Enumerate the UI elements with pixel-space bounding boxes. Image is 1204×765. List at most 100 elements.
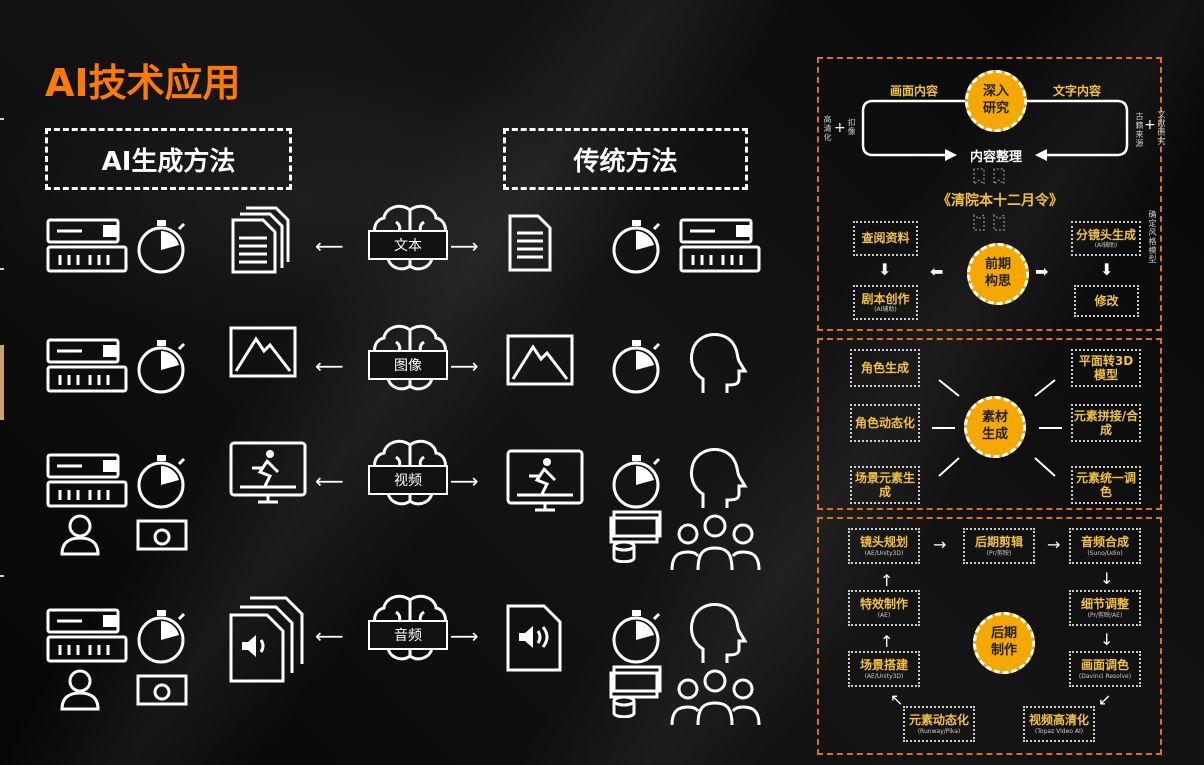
edge-marker <box>0 345 4 420</box>
post-production-panel <box>817 517 1162 755</box>
material-box: 元素统一调色 <box>1071 466 1141 504</box>
stopwatch-icon <box>608 607 668 671</box>
material-box: 角色动态化 <box>850 404 920 442</box>
ancient-source-label: 古籍来源 <box>1135 112 1144 148</box>
ai-audio-file-icon <box>228 595 308 689</box>
material-label: 元素统一调色 <box>1075 470 1136 499</box>
material-label: 平面转3D模型 <box>1078 353 1134 382</box>
post-step-label: 后期剪辑 <box>974 535 1023 550</box>
revise-label: 修改 <box>1094 293 1119 308</box>
material-label: 场景元素生成 <box>854 470 915 499</box>
post-step-tool: (Runway/Pika) <box>917 727 961 735</box>
arrow-right-icon: ⟶ <box>450 234 479 258</box>
human-head-icon <box>678 442 748 516</box>
material-circle: 素材 生成 <box>964 396 1026 458</box>
post-step-tool: (Davinci Resolve) <box>1078 672 1132 680</box>
material-arrows <box>932 379 1062 477</box>
human-head-icon <box>678 327 748 401</box>
stopwatch-icon <box>133 452 193 516</box>
arrow-left-icon: ⟵ <box>315 624 344 648</box>
post-step-tool: (Suno/Udio) <box>1087 549 1123 557</box>
material-label: 角色动态化 <box>854 415 915 430</box>
arrow-right-icon: ➡ <box>1035 262 1049 281</box>
script-sub: (AI辅助) <box>874 306 897 314</box>
aigc-computer-icon <box>45 215 130 279</box>
research-panel <box>817 57 1162 331</box>
arrow-right-icon: → <box>1047 535 1061 554</box>
storyboard-sub: (AI辅助) <box>1094 242 1118 250</box>
arrow-right-icon: ⟶ <box>450 354 479 378</box>
ai-mountain-image-icon <box>228 325 298 384</box>
material-label: 角色生成 <box>860 360 909 375</box>
arrow-down-icon: ↓ <box>1100 630 1114 649</box>
post-step-tool: (Pr/剪映) <box>986 549 1012 557</box>
literature-label: 文献研究 <box>1157 110 1166 146</box>
material-label: 元素拼接/合成 <box>1073 408 1139 437</box>
post-production-circle: 后期 制作 <box>973 612 1035 674</box>
post-step-box: 场景搭建(AE/Unity3D) <box>848 651 920 687</box>
traditional-video-runner-icon <box>505 448 585 527</box>
ai-method-header: AI生成方法 <box>45 128 292 190</box>
arrow-right-icon: ⟶ <box>450 624 479 648</box>
picture-content-label: 画面内容 <box>890 84 939 98</box>
person-icon <box>58 512 103 561</box>
lookup-box: 查阅资料 <box>853 221 918 256</box>
ai-document-icon <box>228 205 293 279</box>
material-box: 平面转3D模型 <box>1071 349 1141 387</box>
media-type-label: 文本 <box>368 230 448 260</box>
page-title: AI技术应用 <box>45 61 241 105</box>
stopwatch-icon <box>608 337 668 401</box>
stopwatch-icon <box>133 607 193 671</box>
material-box: 场景元素生成 <box>850 466 920 504</box>
money-stack-icon <box>608 508 663 567</box>
material-box: 元素拼接/合成 <box>1071 404 1141 442</box>
post-step-label: 特效制作 <box>859 597 908 612</box>
revise-box: 修改 <box>1074 285 1139 317</box>
money-icon <box>135 670 190 714</box>
post-step-label: 视频高清化 <box>1028 713 1089 728</box>
traditional-audio-file-icon <box>505 603 565 677</box>
material-box: 角色生成 <box>850 349 920 387</box>
edge-tick <box>0 118 4 120</box>
money-icon <box>135 515 190 559</box>
arrow-up-icon: ↑ <box>880 632 894 651</box>
storyboard-label: 分镜头生成 <box>1075 227 1136 242</box>
lookup-label: 查阅资料 <box>861 231 910 246</box>
post-step-label: 场景搭建 <box>859 658 908 673</box>
style-model-label: 确定风格模型 <box>1148 210 1157 264</box>
post-step-tool: (Pr/剪映/AE) <box>1087 611 1123 619</box>
post-step-box: 音频合成(Suno/Udio) <box>1069 528 1141 564</box>
stopwatch-icon <box>608 217 668 281</box>
matting-label: 扣像 <box>847 118 856 136</box>
team-icon <box>668 667 763 731</box>
person-icon <box>58 667 103 716</box>
media-type-label: 音频 <box>368 620 448 650</box>
plus-icon: + <box>1144 117 1156 133</box>
stopwatch-icon <box>608 452 668 516</box>
media-type-label: 图像 <box>368 350 448 380</box>
concept-circle: 前期 构思 <box>967 243 1029 305</box>
research-loop-lines <box>861 99 1129 231</box>
human-head-icon <box>678 597 748 671</box>
post-step-tool: (AE) <box>877 611 891 619</box>
post-step-label: 细节调整 <box>1080 597 1129 612</box>
post-step-box: 细节调整(Pr/剪映/AE) <box>1069 590 1141 626</box>
research-circle: 深入 研究 <box>965 70 1027 132</box>
traditional-document-icon <box>505 213 555 277</box>
arrow-right-icon: ⟶ <box>450 469 479 493</box>
arrow-left-icon: ⟵ <box>315 469 344 493</box>
arrow-up-left-icon: ↖ <box>890 690 904 709</box>
arrow-left-icon: ⬅ <box>930 262 944 281</box>
stopwatch-icon <box>133 337 193 401</box>
arrow-right-icon: → <box>933 535 947 554</box>
post-step-label: 音频合成 <box>1080 535 1129 550</box>
arrow-left-icon: ⟵ <box>315 354 344 378</box>
post-step-tool: (Topaz Video AI) <box>1034 727 1084 735</box>
storyboard-box: 分镜头生成(AI辅助) <box>1071 221 1141 256</box>
arrow-down-icon: ⬇ <box>878 260 892 279</box>
hd-label: 高清化 <box>823 115 832 142</box>
plus-icon: + <box>834 120 846 136</box>
book-title: 《清院本十二月令》 <box>937 193 1063 209</box>
aigc-computer-icon <box>45 605 130 669</box>
arrow-up-icon: ↑ <box>880 571 894 590</box>
